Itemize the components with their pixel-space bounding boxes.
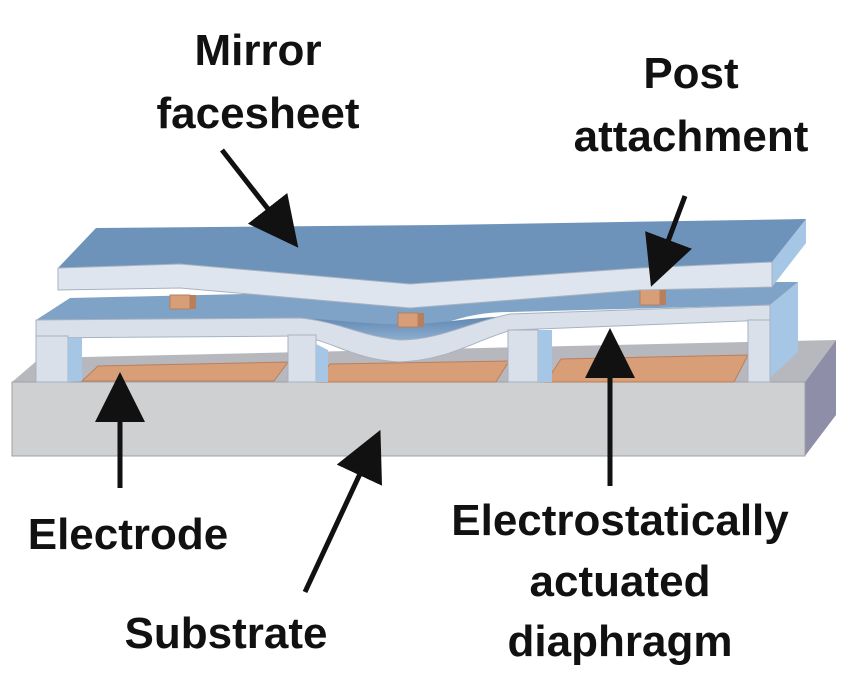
electrode-center [314,360,510,383]
posts [169,288,666,328]
label-electrode: Electrode [28,510,229,559]
diaphragm-wall-mid-right [507,329,539,383]
facesheet-front [57,261,773,309]
label-diaphragm-line2: actuated [530,557,711,606]
pointer-arrows [95,148,692,594]
arrow-mirror-facesheet [220,148,299,248]
label-diaphragm-line3: diaphragm [508,617,733,666]
facesheet-side [772,219,806,287]
substrate-front [11,381,806,457]
diaphragm-wall-right [747,319,771,383]
diaphragm-back-right [770,282,798,378]
diaphragm-bowl [300,316,510,355]
cavity-mid-shade [316,344,328,382]
diaphragm-wall-mid-left [287,334,317,383]
label-mirror-line1: Mirror [194,26,321,75]
diaphragm-wall-left [35,335,69,383]
cavity-left-shade [68,338,82,382]
post-right [639,288,666,306]
mirror-facesheet [57,219,806,309]
post-left [169,294,196,310]
callout-labels: Mirror facesheet Post attachment Electro… [28,26,809,666]
arrow-post-attachment [645,195,692,287]
arrow-substrate [302,429,383,594]
label-diaphragm-line1: Electrostatically [451,496,789,545]
label-mirror-line2: facesheet [156,89,359,138]
substrate-side [805,340,836,456]
post-center [397,312,424,328]
label-substrate: Substrate [125,609,328,658]
facesheet-top [58,219,806,284]
label-post-line1: Post [643,49,739,98]
label-post-line2: attachment [574,112,809,161]
electrode-right [545,354,749,383]
cavity-right-shade [538,330,552,382]
